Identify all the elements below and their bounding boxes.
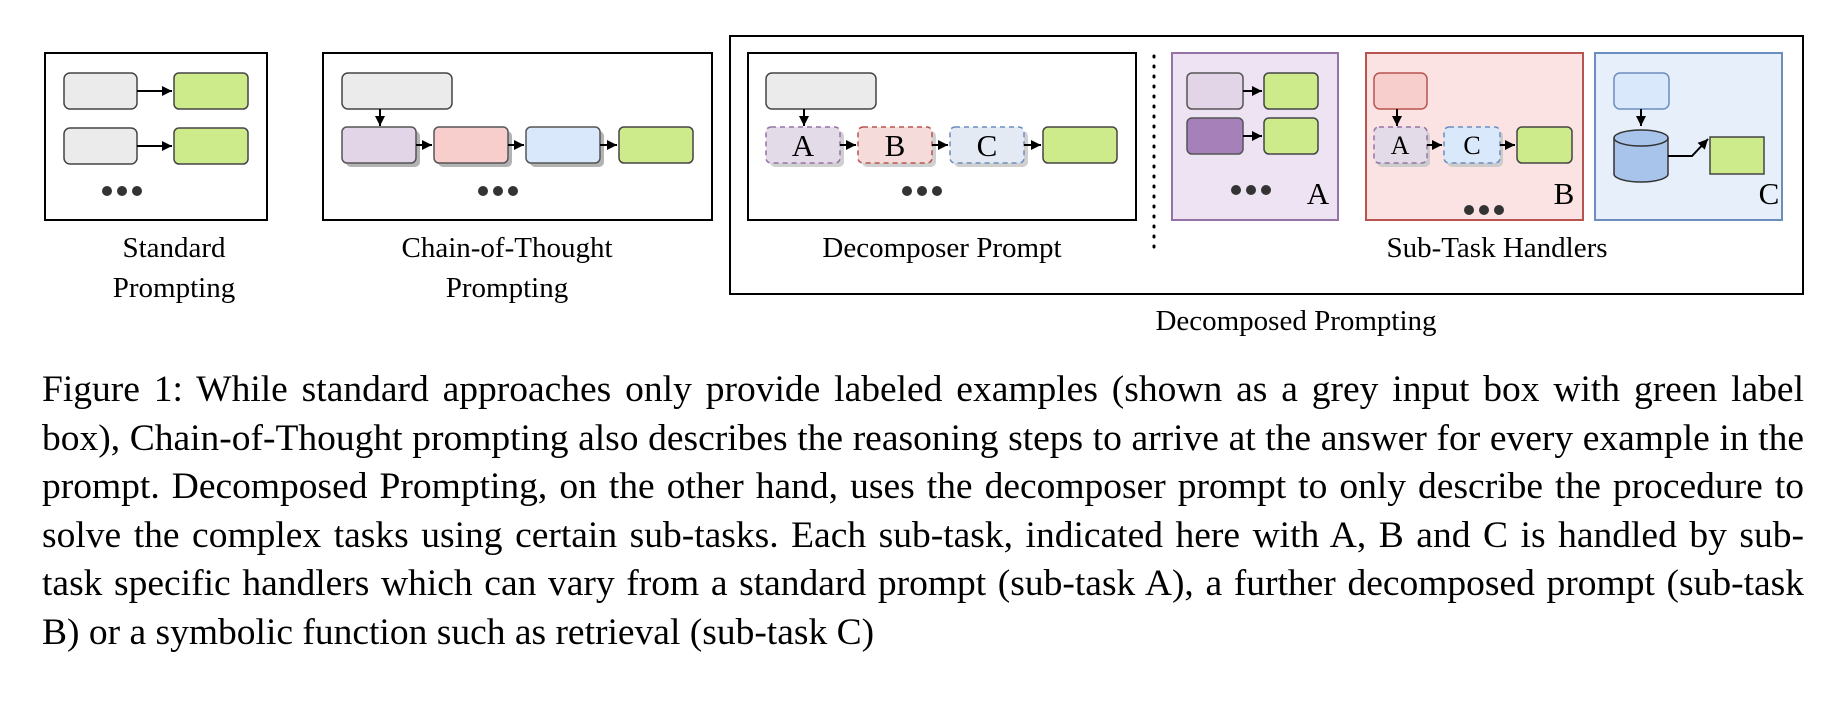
handler-a-panel: A <box>1171 52 1339 221</box>
label-box <box>1263 72 1319 110</box>
reasoning-step-blue <box>525 126 601 164</box>
reasoning-step-purple <box>341 126 417 164</box>
decomposer-prompt-panel: A B C Decomposer Prompt <box>747 52 1137 264</box>
ellipsis-dots <box>102 186 142 196</box>
standard-label-line2: Prompting <box>113 272 235 304</box>
input-box-purple <box>1186 72 1244 110</box>
input-box <box>63 127 138 165</box>
decomposed-prompting-panel: A B C Decomposer Prompt <box>729 35 1804 295</box>
handler-c-panel: C <box>1594 52 1783 221</box>
query-box-blue <box>1613 72 1670 110</box>
input-box-dark-purple <box>1186 117 1244 155</box>
label-box <box>1042 126 1118 164</box>
decomposed-prompting-title: Decomposed Prompting <box>1155 305 1436 337</box>
input-box <box>341 72 453 110</box>
handler-a-letter: A <box>1307 176 1330 211</box>
handler-c-letter: C <box>1759 176 1780 211</box>
ellipsis-dots <box>902 186 942 196</box>
label-box <box>1516 126 1573 164</box>
cot-prompting-panel: Chain-of-Thought Prompting <box>322 52 713 304</box>
standard-label-line1: Standard <box>122 232 226 264</box>
decomposer-prompt-label: Decomposer Prompt <box>822 232 1061 264</box>
ellipsis-dots <box>478 186 518 196</box>
ellipsis-dots <box>1464 205 1504 215</box>
sub-task-handlers-label: Sub-Task Handlers <box>1386 232 1607 264</box>
subtask-node-a-letter: A <box>1391 131 1410 160</box>
subtask-node-a-letter: A <box>792 128 815 163</box>
label-box <box>1709 136 1765 175</box>
label-box <box>618 126 694 164</box>
reasoning-step-red <box>433 126 509 164</box>
ellipsis-dots <box>1231 185 1271 195</box>
cot-label-line2: Prompting <box>446 272 568 304</box>
subtask-node-c-letter: C <box>1463 131 1480 160</box>
handler-b-panel: A C B <box>1365 52 1584 221</box>
label-box <box>1263 117 1319 155</box>
label-box <box>173 127 249 165</box>
label-box <box>173 72 249 110</box>
database-icon <box>1613 129 1669 183</box>
cot-label-line1: Chain-of-Thought <box>401 232 612 264</box>
input-box <box>765 72 877 110</box>
subtask-node-c-letter: C <box>977 128 998 163</box>
figure-caption: Figure 1: While standard approaches only… <box>42 369 1804 653</box>
arrow <box>1668 138 1709 157</box>
standard-prompting-panel: Standard Prompting <box>44 52 268 304</box>
input-box-red <box>1373 72 1428 110</box>
subtask-node-b-letter: B <box>885 128 906 163</box>
handler-b-letter: B <box>1554 176 1575 211</box>
input-box <box>63 72 138 110</box>
